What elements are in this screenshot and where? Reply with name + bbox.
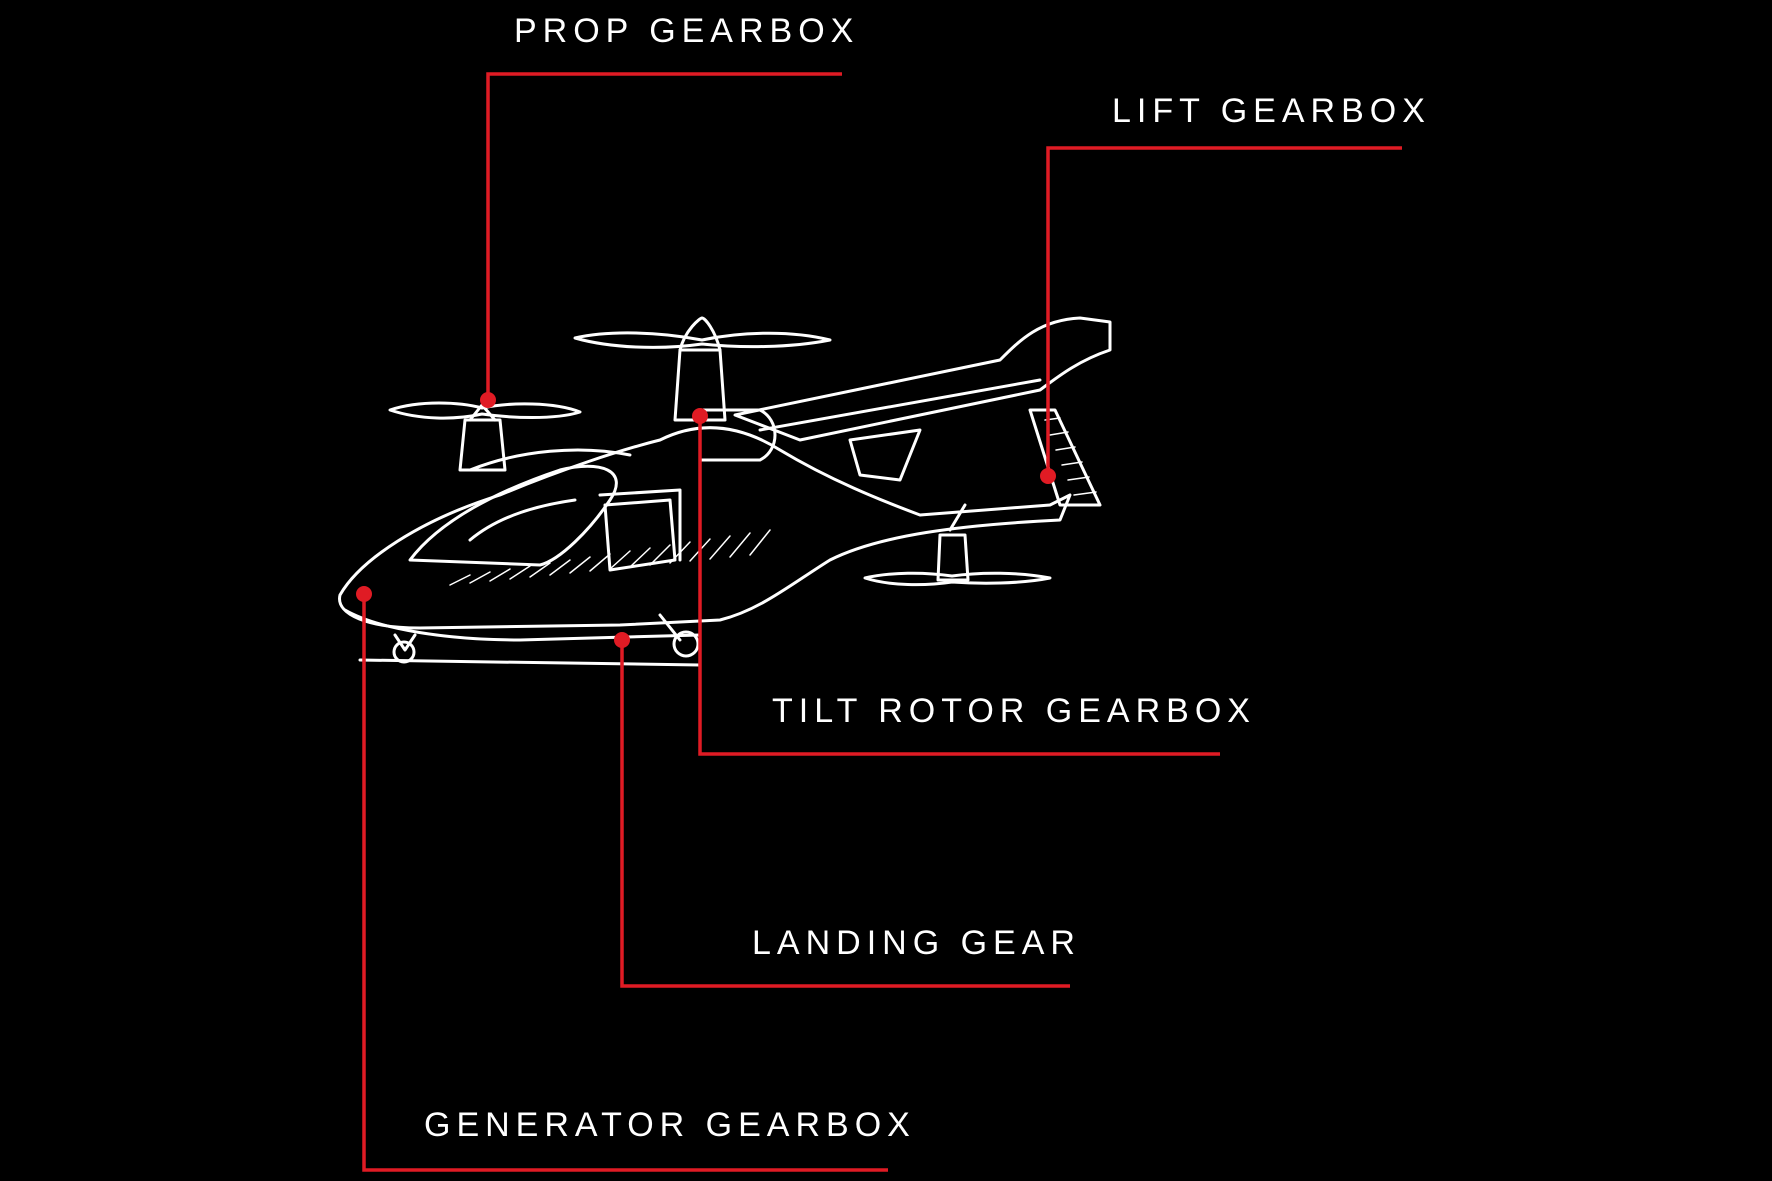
cabin-door (598, 488, 682, 562)
lift-gearbox-label: LIFT GEARBOX (1112, 92, 1431, 130)
lift-gearbox-leader (1046, 146, 1402, 476)
generator-gearbox-label: GENERATOR GEARBOX (424, 1106, 916, 1144)
ground-line (358, 658, 702, 667)
front-rotor-blades (388, 401, 582, 420)
main-rotor-blades (573, 331, 832, 349)
rear-rotor-pylon (936, 533, 970, 582)
landing-gear-leader (620, 640, 1070, 988)
fuselage-belly (343, 608, 702, 642)
generator-gearbox-marker (356, 586, 372, 602)
front-rotor-pylon (458, 418, 507, 472)
tilt-rotor-gearbox-leader (698, 416, 1220, 756)
fuselage-spine (468, 448, 632, 472)
prop-gearbox-label: PROP GEARBOX (514, 12, 860, 50)
rear-rotor-blades (863, 571, 1052, 587)
rear-rotor-strut (948, 503, 967, 532)
main-wheel (672, 630, 700, 658)
landing-gear-label: LANDING GEAR (752, 924, 1081, 962)
cabin-window (603, 498, 677, 572)
wing-strut (848, 428, 922, 482)
front-landing-gear (393, 633, 417, 652)
tilt-rotor-gearbox-label: TILT ROTOR GEARBOX (772, 692, 1256, 730)
main-rotor-nose (678, 316, 722, 352)
generator-gearbox-leader (362, 594, 888, 1172)
landing-gear-marker (614, 632, 630, 648)
prop-gearbox-marker (480, 392, 496, 408)
main-rotor-pylon (673, 348, 727, 422)
tilt-rotor-gearbox-marker (692, 408, 708, 424)
prop-gearbox-leader (486, 72, 842, 400)
canopy-frame (468, 498, 577, 542)
wing-edge (758, 378, 1042, 432)
canopy-outline (408, 464, 618, 567)
lift-gearbox-marker (1040, 468, 1056, 484)
hull-hatching (449, 529, 771, 586)
wing-outline (733, 316, 1112, 442)
wing-nacelle (698, 408, 777, 462)
